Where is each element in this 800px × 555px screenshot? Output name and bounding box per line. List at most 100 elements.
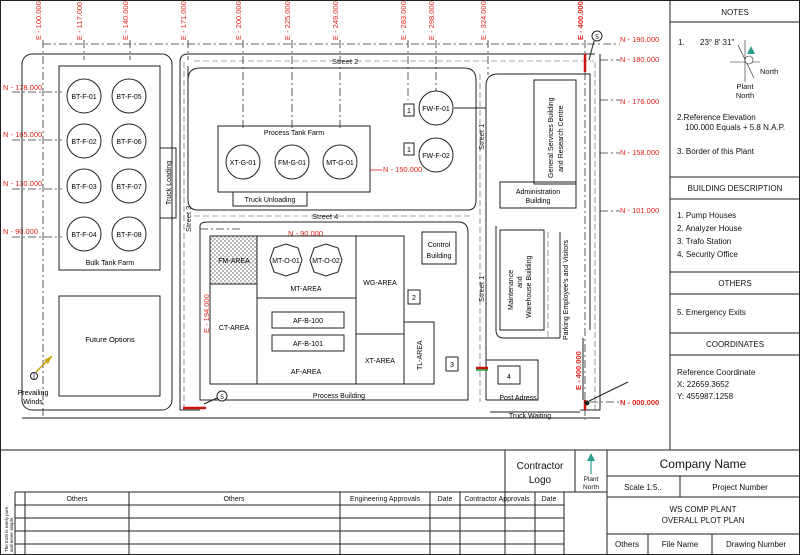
- tb-others-label: Others: [615, 540, 639, 549]
- drawing-title-1: WS COMP PLANT: [670, 505, 737, 514]
- coord-n130: N - 130.000: [3, 179, 42, 188]
- fm-area-label: FM-AREA: [218, 258, 250, 265]
- exit-leader-a: [588, 40, 595, 61]
- tank-bt-f-03: BT-F-03: [71, 184, 96, 191]
- tank-xt-g-01: XT-G-01: [230, 160, 257, 167]
- tank-bt-f-08: BT-F-08: [116, 232, 141, 239]
- title-block-lines: [14, 450, 800, 555]
- bulk-tanks: [66, 78, 147, 252]
- research-centre-label: and Research Centre: [558, 105, 565, 172]
- reference-leader: [588, 381, 629, 402]
- north-label: North: [760, 67, 778, 76]
- tank-mt-g-01: MT-G-01: [326, 160, 354, 167]
- truck-loading-label: Truck Loading: [166, 161, 173, 205]
- street-labels: Street 2 Street 3 Street 4 Street 1 Stre…: [184, 57, 486, 302]
- general-services-label: General Services Building: [548, 97, 555, 178]
- coordinate-y: Y: 455987.1258: [677, 392, 734, 401]
- note3: 3. Border of this Plant: [677, 147, 755, 156]
- coord-e225: E - 225.000: [283, 1, 292, 40]
- truck-loading-bay: [159, 147, 177, 219]
- file-name-label: File Name: [662, 540, 699, 549]
- road-centerlines: [183, 60, 596, 410]
- tank-bt-f-07: BT-F-07: [116, 184, 141, 191]
- coord-e171: E - 171.000: [179, 1, 188, 40]
- notes-title: NOTES: [721, 8, 749, 17]
- grid-lines: [12, 40, 620, 420]
- coord-n165: N - 165.000: [3, 130, 42, 139]
- notes-panel-lines: [670, 21, 800, 356]
- coord-n101: N - 101.000: [620, 206, 659, 215]
- af-area-label: AF-AREA: [291, 369, 322, 376]
- compass-north-icon: [730, 40, 760, 82]
- trafo-marker: 3: [450, 362, 454, 369]
- company-name: Company Name: [660, 457, 747, 471]
- building-item-2: 2. Analyzer House: [677, 224, 742, 233]
- street1b-label: Street 1: [477, 276, 486, 302]
- analyzer-marker: 2: [412, 295, 416, 302]
- plant-label: Plant: [736, 82, 754, 91]
- truck-unloading-bay: [232, 191, 308, 207]
- coord-n158: N - 158.000: [620, 148, 659, 157]
- note1-number: 1.: [678, 38, 685, 47]
- others-title: OTHERS: [718, 279, 751, 288]
- coordinate-x: X: 22659.3652: [677, 380, 730, 389]
- exit-marker-a: 5: [595, 34, 599, 41]
- mt-octagon-tanks: [269, 243, 343, 277]
- coord-e117: E - 117.000: [75, 2, 84, 40]
- emergency-exit-icons: [216, 30, 603, 402]
- project-number-label: Project Number: [712, 483, 768, 492]
- parking-label: Parking Employee's and Visitors: [563, 239, 570, 340]
- coord-n000: N - 000.000: [620, 398, 659, 407]
- process-tank-farm-label: Process Tank Farm: [264, 130, 324, 137]
- tb-north-label: North: [583, 484, 599, 491]
- tb-plant-label: Plant: [584, 476, 599, 483]
- tb-north-arrow-icon: [587, 453, 595, 474]
- tank-mt-o-01: MT-O-01: [272, 258, 300, 265]
- reference-point-icon: [584, 400, 590, 406]
- note1-angle: 23° 8' 31": [700, 38, 734, 47]
- tank-bt-f-02: BT-F-02: [71, 139, 96, 146]
- coord-n178: N - 178.000: [3, 83, 42, 92]
- tank-fm-g-01: FM-G-01: [278, 160, 306, 167]
- wg-area-label: WG-AREA: [363, 280, 397, 287]
- building-item-4: 4. Security Office: [677, 250, 738, 259]
- building-item-3: 3. Trafo Station: [677, 237, 731, 246]
- side-note-1: The truth is rarely pure,: [4, 505, 9, 552]
- note2-line1: 2.Reference Elevation: [677, 113, 756, 122]
- drawing-title-2: OVERALL PLOT PLAN: [662, 516, 745, 525]
- street3-label: Street 3: [184, 206, 193, 232]
- future-options-label: Future Options: [85, 335, 135, 344]
- truck-waiting-label: Truck Waiting: [509, 413, 551, 420]
- coord-n90: N - 90.000: [3, 227, 38, 236]
- exit-marker-b: 5: [220, 394, 224, 401]
- bulk-tank-labels: BT-F-01 BT-F-05 BT-F-02 BT-F-06 BT-F-03 …: [71, 94, 141, 239]
- process-tanks: [225, 144, 358, 180]
- coord-n190: N - 190.000: [620, 35, 659, 44]
- mt-area-label: MT-AREA: [290, 286, 321, 293]
- control-label: Control: [428, 242, 451, 249]
- side-coordinate-labels: N - 190.000 N - 180.000 N - 178.000 N - …: [3, 35, 659, 407]
- plant-north-label: North: [736, 91, 754, 100]
- coord-n180: N - 180.000: [620, 55, 659, 64]
- coord-e249: E - 249.000: [331, 1, 340, 40]
- coord-e194: E - 194.000: [202, 294, 211, 333]
- admin-label-1: Administration: [516, 189, 560, 196]
- coord-n176: N - 176.000: [620, 97, 659, 106]
- coord-e324: E - 324.000: [479, 1, 488, 40]
- others-item-1: 5. Emergency Exits: [677, 308, 746, 317]
- tank-bt-f-05: BT-F-05: [116, 94, 141, 101]
- drawing-number-label: Drawing Number: [726, 540, 786, 549]
- rev-header-others-2: Others: [223, 496, 245, 503]
- maintenance-label-1: Maintenance: [508, 270, 515, 310]
- ct-area-label: CT-AREA: [219, 325, 250, 332]
- fw-tanks: [403, 90, 454, 173]
- rev-header-date-2: Date: [542, 496, 557, 503]
- tank-bt-f-06: BT-F-06: [116, 139, 141, 146]
- rev-header-date-1: Date: [438, 496, 453, 503]
- coord-e140: E - 140.000: [121, 1, 130, 40]
- control-building-label: Building: [427, 253, 452, 260]
- contractor-label: Contractor: [517, 461, 564, 472]
- coord-e283: E - 283.000: [399, 1, 408, 40]
- coordinates-title: COORDINATES: [706, 340, 764, 349]
